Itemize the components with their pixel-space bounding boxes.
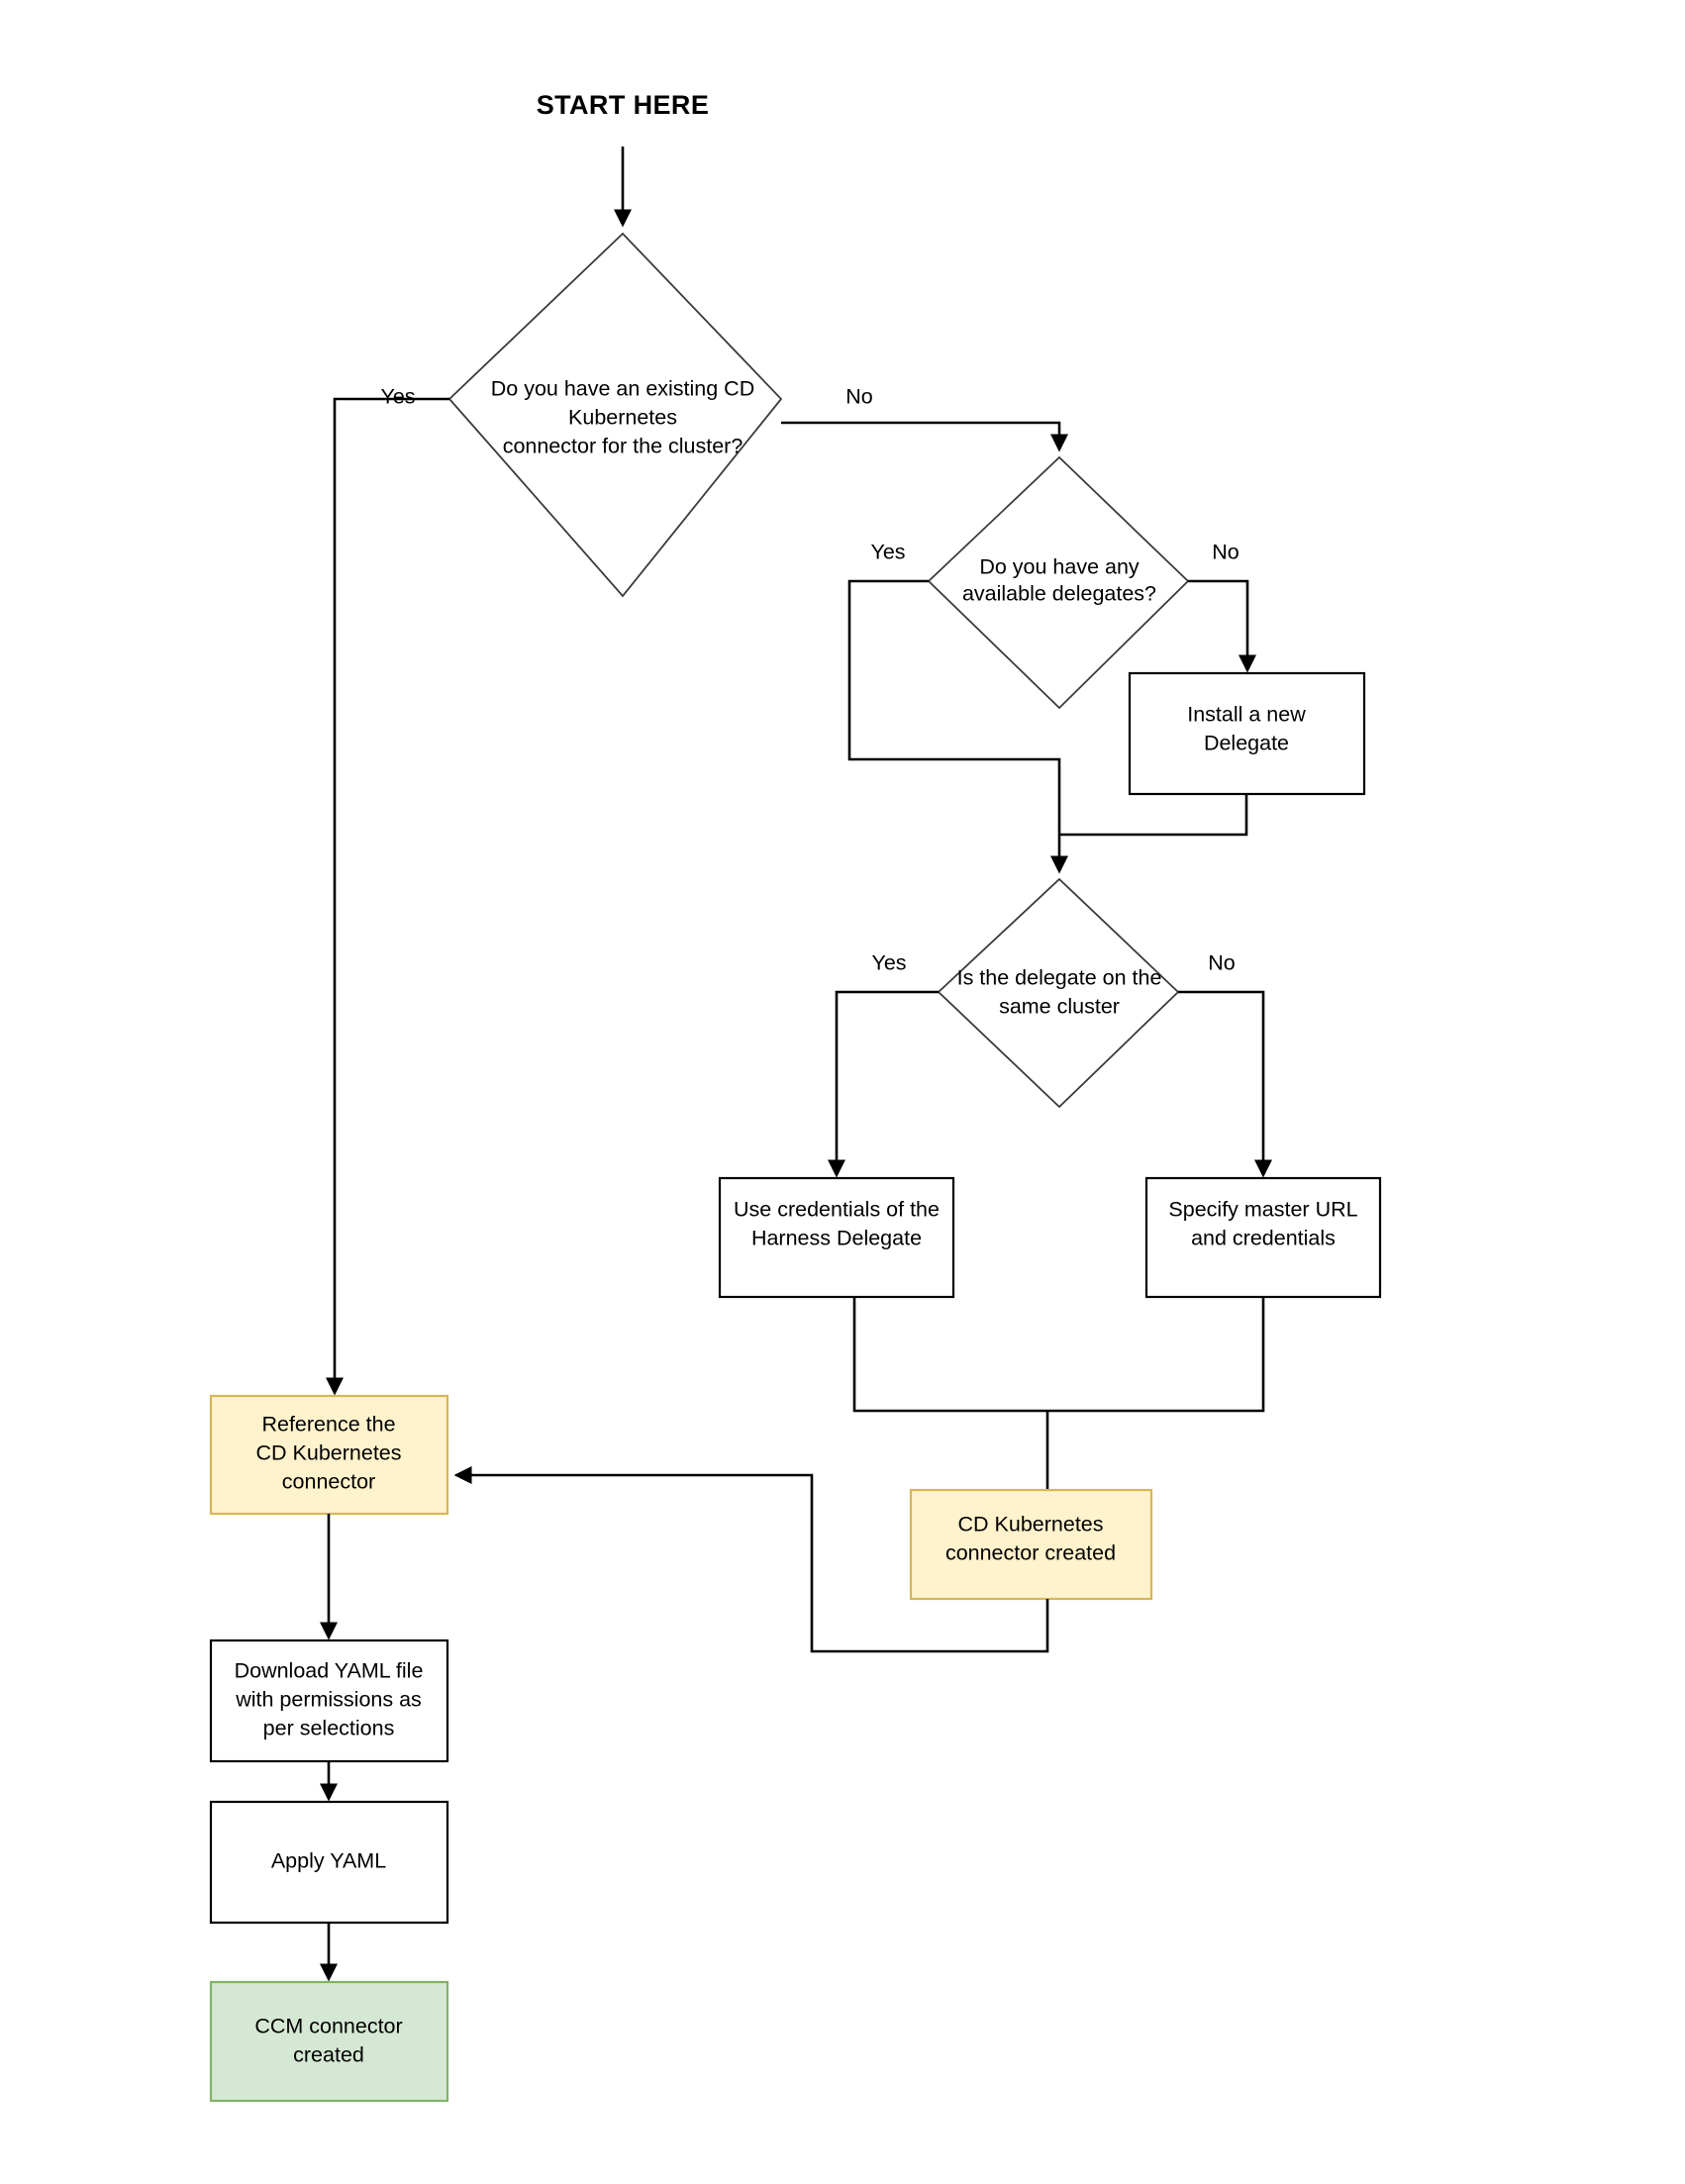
edge-decision2-yes <box>847 579 1069 874</box>
process-specify-master-url[interactable] <box>1144 1176 1382 1299</box>
install-delegate-line2: Delegate <box>1204 732 1289 755</box>
edge-label-decision1-no: No <box>845 385 873 409</box>
edge-decision2-no <box>1188 579 1257 673</box>
reference-connector-line1: Reference the <box>261 1413 395 1437</box>
edge-cd-connector-to-reference <box>453 1465 1049 1653</box>
download-yaml-line1: Download YAML file <box>235 1659 424 1683</box>
specify-master-line2: and credentials <box>1191 1227 1336 1250</box>
decision-existing-cd-connector[interactable] <box>447 232 783 598</box>
decision2-line2: available delegates? <box>962 582 1156 606</box>
decision3-line1: Is the delegate on the <box>957 966 1162 990</box>
install-delegate-line1: Install a new <box>1187 703 1306 727</box>
use-creds-line1: Use credentials of the <box>734 1198 940 1222</box>
decision-delegate-same-cluster[interactable] <box>937 877 1180 1109</box>
download-yaml-line3: per selections <box>263 1717 395 1740</box>
ccm-created-line1: CCM connector <box>254 2015 402 2038</box>
edge-label-decision2-yes: Yes <box>870 541 905 564</box>
cd-connector-created-line2: connector created <box>945 1541 1116 1565</box>
edge-label-decision1-yes: Yes <box>380 385 415 409</box>
start-here-label: START HERE <box>537 90 710 120</box>
reference-connector-line3: connector <box>282 1470 375 1494</box>
reference-connector-line2: CD Kubernetes <box>256 1441 402 1465</box>
decision1-line2: Kubernetes <box>568 406 677 430</box>
edge-decision3-no <box>1178 990 1273 1178</box>
use-creds-line2: Harness Delegate <box>751 1227 922 1250</box>
decision1-line3: connector for the cluster? <box>503 435 743 458</box>
edge-label-decision2-no: No <box>1212 541 1239 564</box>
edge-decision1-yes <box>325 397 449 1396</box>
cd-connector-created-line1: CD Kubernetes <box>958 1513 1104 1537</box>
edge-decision3-yes <box>827 990 939 1178</box>
decision2-line1: Do you have any <box>979 555 1140 579</box>
process-download-yaml-file[interactable] <box>209 1638 449 1763</box>
edge-decision1-no <box>781 421 1069 452</box>
decision-available-delegates[interactable] <box>927 455 1190 710</box>
edge-label-decision3-no: No <box>1208 951 1236 975</box>
download-yaml-line2: with permissions as <box>235 1688 422 1712</box>
ccm-created-line2: created <box>293 2043 364 2067</box>
edge-credentials-merge <box>852 1297 1265 1413</box>
process-reference-cd-kubernetes-connector[interactable] <box>209 1394 449 1516</box>
decision3-line2: same cluster <box>999 995 1120 1019</box>
process-apply-yaml[interactable] <box>209 1800 449 1925</box>
terminal-ccm-connector-created[interactable] <box>209 1980 449 2103</box>
apply-yaml-label: Apply YAML <box>271 1849 386 1873</box>
edge-install-delegate-to-decision3 <box>1059 794 1248 837</box>
decision1-line1: Do you have an existing CD <box>491 377 755 401</box>
terminal-cd-kubernetes-connector-created[interactable] <box>909 1488 1153 1601</box>
process-use-harness-delegate-credentials[interactable] <box>718 1176 955 1299</box>
edge-label-decision3-yes: Yes <box>871 951 906 975</box>
specify-master-line1: Specify master URL <box>1168 1198 1357 1222</box>
